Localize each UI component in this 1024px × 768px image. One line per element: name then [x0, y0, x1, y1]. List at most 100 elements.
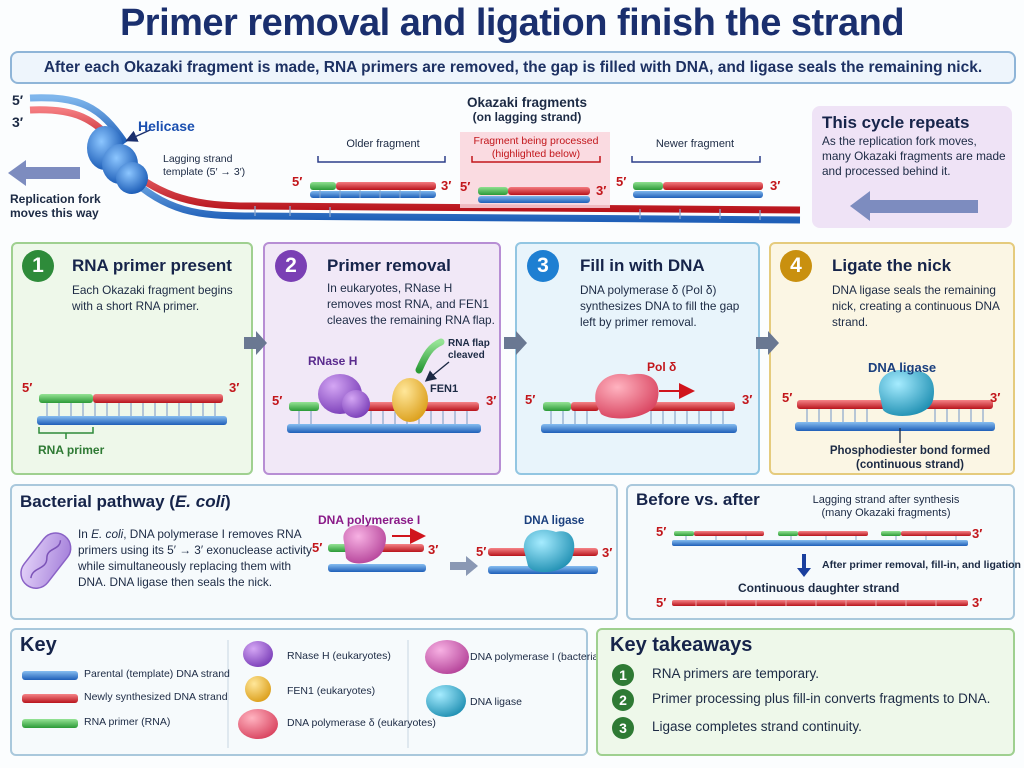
key-swatches [22, 640, 469, 748]
s1-five: 5′ [22, 380, 33, 395]
fork-direction-arrow [8, 160, 80, 186]
rnase-h-label: RNase H [308, 354, 358, 368]
older-five-label: 5′ [292, 174, 303, 189]
arrow-2-3 [504, 331, 527, 355]
key-poldelta-swatch [238, 709, 278, 739]
rna-flap-label: RNA flap cleaved [448, 338, 490, 361]
before-label: Lagging strand after synthesis (many Oka… [812, 494, 960, 519]
after-label: Continuous daughter strand [738, 581, 900, 595]
key-item-fen1: FEN1 (eukaryotes) [287, 685, 376, 697]
key-item-poldelta: DNA polymerase δ (eukaryotes) [287, 717, 436, 729]
key-rnaseh-swatch [243, 641, 273, 667]
pol-i-label: DNA polymerase I [318, 513, 421, 527]
three-prime-label: 3′ [12, 114, 24, 130]
cycle-title: This cycle repeats [822, 113, 970, 132]
bacterial-arrow [450, 556, 478, 576]
transform-label: After primer removal, fill-in, and ligat… [822, 559, 1021, 571]
older-three-label: 3′ [441, 178, 452, 193]
key-item-ligase: DNA ligase [470, 696, 522, 708]
older-bracket [317, 156, 446, 163]
takeaways-title: Key takeaways [610, 634, 753, 656]
five-prime-label: 5′ [12, 92, 24, 108]
b2-three: 3′ [602, 545, 613, 560]
dna-ligase-label: DNA ligase [868, 360, 937, 375]
fen1-label: FEN1 [430, 383, 459, 395]
key-item-new: Newly synthesized DNA strand [84, 691, 228, 703]
pol-i-enzyme [343, 524, 386, 564]
rna-primer-label: RNA primer [38, 443, 105, 457]
key-item-primer: RNA primer (RNA) [84, 716, 171, 728]
b-five: 5′ [312, 540, 323, 555]
down-arrow-icon [797, 554, 811, 577]
subtitle-banner: After each Okazaki fragment is made, RNA… [10, 51, 1016, 84]
key-panel [10, 628, 588, 756]
step-1-panel [11, 242, 253, 475]
pol-delta-enzyme [595, 373, 659, 419]
ba2-three: 3′ [972, 595, 983, 610]
okazaki-title: Okazaki fragments [466, 95, 588, 110]
page-title: Primer removal and ligation finish the s… [119, 2, 905, 44]
fen1-enzyme [392, 378, 428, 422]
step-1-title: RNA primer present [72, 256, 232, 275]
proc-five-label: 5′ [460, 179, 471, 194]
key-primer-swatch [22, 719, 78, 728]
step-1-dna [37, 394, 227, 439]
takeaway-1-number: 1 [612, 664, 634, 686]
before-after-panel [626, 484, 1015, 620]
step-2-number: 2 [275, 250, 307, 282]
processed-fragment [478, 187, 590, 203]
lagging-template-label: Lagging strand template (5′ → 3′) [163, 153, 246, 178]
helicase-label: Helicase [138, 118, 195, 134]
highlight-box [460, 132, 610, 208]
before-after-title: Before vs. after [636, 490, 760, 509]
newer-three-label: 3′ [770, 178, 781, 193]
key-item-pol1: DNA polymerase I (bacteria) [470, 651, 602, 663]
bacterial-ligase-label: DNA ligase [524, 515, 585, 527]
s4-three: 3′ [990, 390, 1001, 405]
step-3-panel [515, 242, 760, 475]
b2-five: 5′ [476, 544, 487, 559]
before-after-diagram [672, 531, 971, 606]
bacterial-ligase-enzyme [523, 529, 575, 573]
ligase-enzyme [878, 370, 935, 416]
takeaways-panel [596, 628, 1015, 756]
takeaway-2-text: Primer processing plus fill-in converts … [652, 691, 991, 706]
newer-bracket [631, 156, 761, 163]
key-item-rnaseh: RNase H (eukaryotes) [287, 650, 391, 662]
step-3-number: 3 [527, 250, 559, 282]
s2-three: 3′ [486, 393, 497, 408]
arrow-3-4 [756, 331, 779, 355]
step-4-dna [795, 400, 995, 443]
older-fragment [310, 182, 436, 198]
s2-five: 5′ [272, 393, 283, 408]
key-new-swatch [22, 694, 78, 703]
key-item-template: Parental (template) DNA strand [84, 668, 230, 680]
b-three: 3′ [428, 542, 439, 557]
fork-direction-label: Replication fork moves this way [10, 192, 101, 220]
key-ligase-swatch [426, 685, 466, 717]
step-4-title: Ligate the nick [832, 256, 952, 275]
step-4-text: DNA ligase seals the remaining nick, cre… [832, 283, 1000, 329]
newer-fragment [633, 182, 763, 198]
processed-fragment-label: Fragment being processed (highlighted be… [473, 135, 599, 160]
key-title: Key [20, 634, 57, 656]
proc-three-label: 3′ [596, 183, 607, 198]
ba-three: 3′ [972, 526, 983, 541]
step-3-dna [541, 383, 737, 433]
takeaway-3-number: 3 [612, 717, 634, 739]
ecoli-icon [20, 532, 72, 589]
s4-five: 5′ [782, 390, 793, 405]
takeaway-2-number: 2 [612, 689, 634, 711]
newer-five-label: 5′ [616, 174, 627, 189]
cycle-text: As the replication fork moves, many Okaz… [822, 134, 1006, 178]
takeaway-1-text: RNA primers are temporary. [652, 666, 820, 681]
step-1-text: Each Okazaki fragment begins with a shor… [72, 283, 233, 313]
step-4-number: 4 [780, 250, 812, 282]
arrow-1-2 [244, 331, 267, 355]
cycle-arrow [850, 191, 978, 221]
bacterial-text: In E. coli, DNA polymerase I removes RNA… [78, 527, 312, 589]
processed-bracket [471, 156, 601, 163]
key-fen1-swatch [245, 676, 271, 702]
bacterial-title: Bacterial pathway (E. coli) [20, 492, 231, 511]
step-3-title: Fill in with DNA [580, 256, 705, 275]
